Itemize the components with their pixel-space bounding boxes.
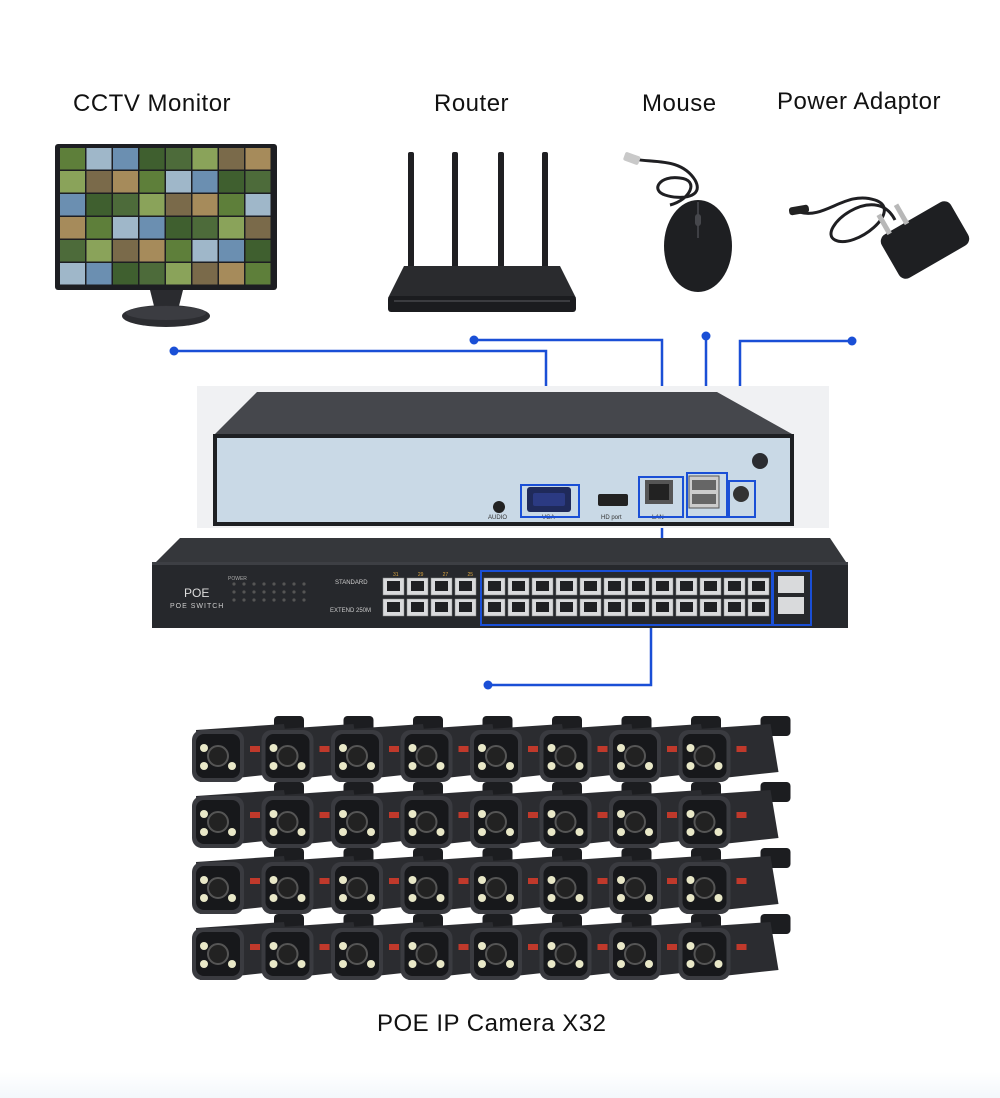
port-31-label: 31 <box>393 572 399 578</box>
usb-port-highlight <box>686 472 728 518</box>
nvr-lan-label: LAN <box>652 515 664 521</box>
port-27-label: 27 <box>442 572 449 578</box>
poe-switch-name: POE SWITCH <box>170 603 225 610</box>
power-adaptor-label: Power Adaptor <box>777 88 941 115</box>
port-25-label: 25 <box>467 572 473 578</box>
nvr-audio-label: AUDIO <box>488 515 508 521</box>
monitor-image <box>55 144 277 327</box>
uplink-ports-highlight <box>772 570 812 626</box>
camera-grid <box>192 716 791 980</box>
poe-switch-extend: EXTEND 250M <box>330 608 372 614</box>
footer-band <box>0 1072 1000 1098</box>
power-port-highlight <box>728 480 756 518</box>
power-adaptor-image <box>788 196 970 279</box>
poe-switch-brand: POE <box>184 586 210 600</box>
lan-port-highlight <box>638 476 684 518</box>
poe-switch-power: POWER <box>228 576 247 582</box>
poe-switch-standard: STANDARD <box>335 580 368 586</box>
nvr-hdmi-label: HD port <box>601 515 622 521</box>
router-label: Router <box>434 90 510 117</box>
mouse-image <box>623 152 732 292</box>
port-29-label: 29 <box>417 572 424 578</box>
cameras-label: POE IP Camera X32 <box>377 1010 607 1037</box>
poe-ports-highlight <box>480 570 773 626</box>
poe-switch: POE POE SWITCH POWER STANDARD EXTEND 250… <box>150 532 850 630</box>
nvr-recorder: AUDIO VGA HD port LAN <box>197 386 829 528</box>
nvr-vga-label: VGA <box>542 515 555 521</box>
mouse-label: Mouse <box>642 90 717 117</box>
monitor-label: CCTV Monitor <box>73 90 232 117</box>
poe-top-port-labels: 31 29 27 25 <box>393 572 473 578</box>
router-image <box>388 152 576 312</box>
vga-port-highlight <box>520 484 580 518</box>
